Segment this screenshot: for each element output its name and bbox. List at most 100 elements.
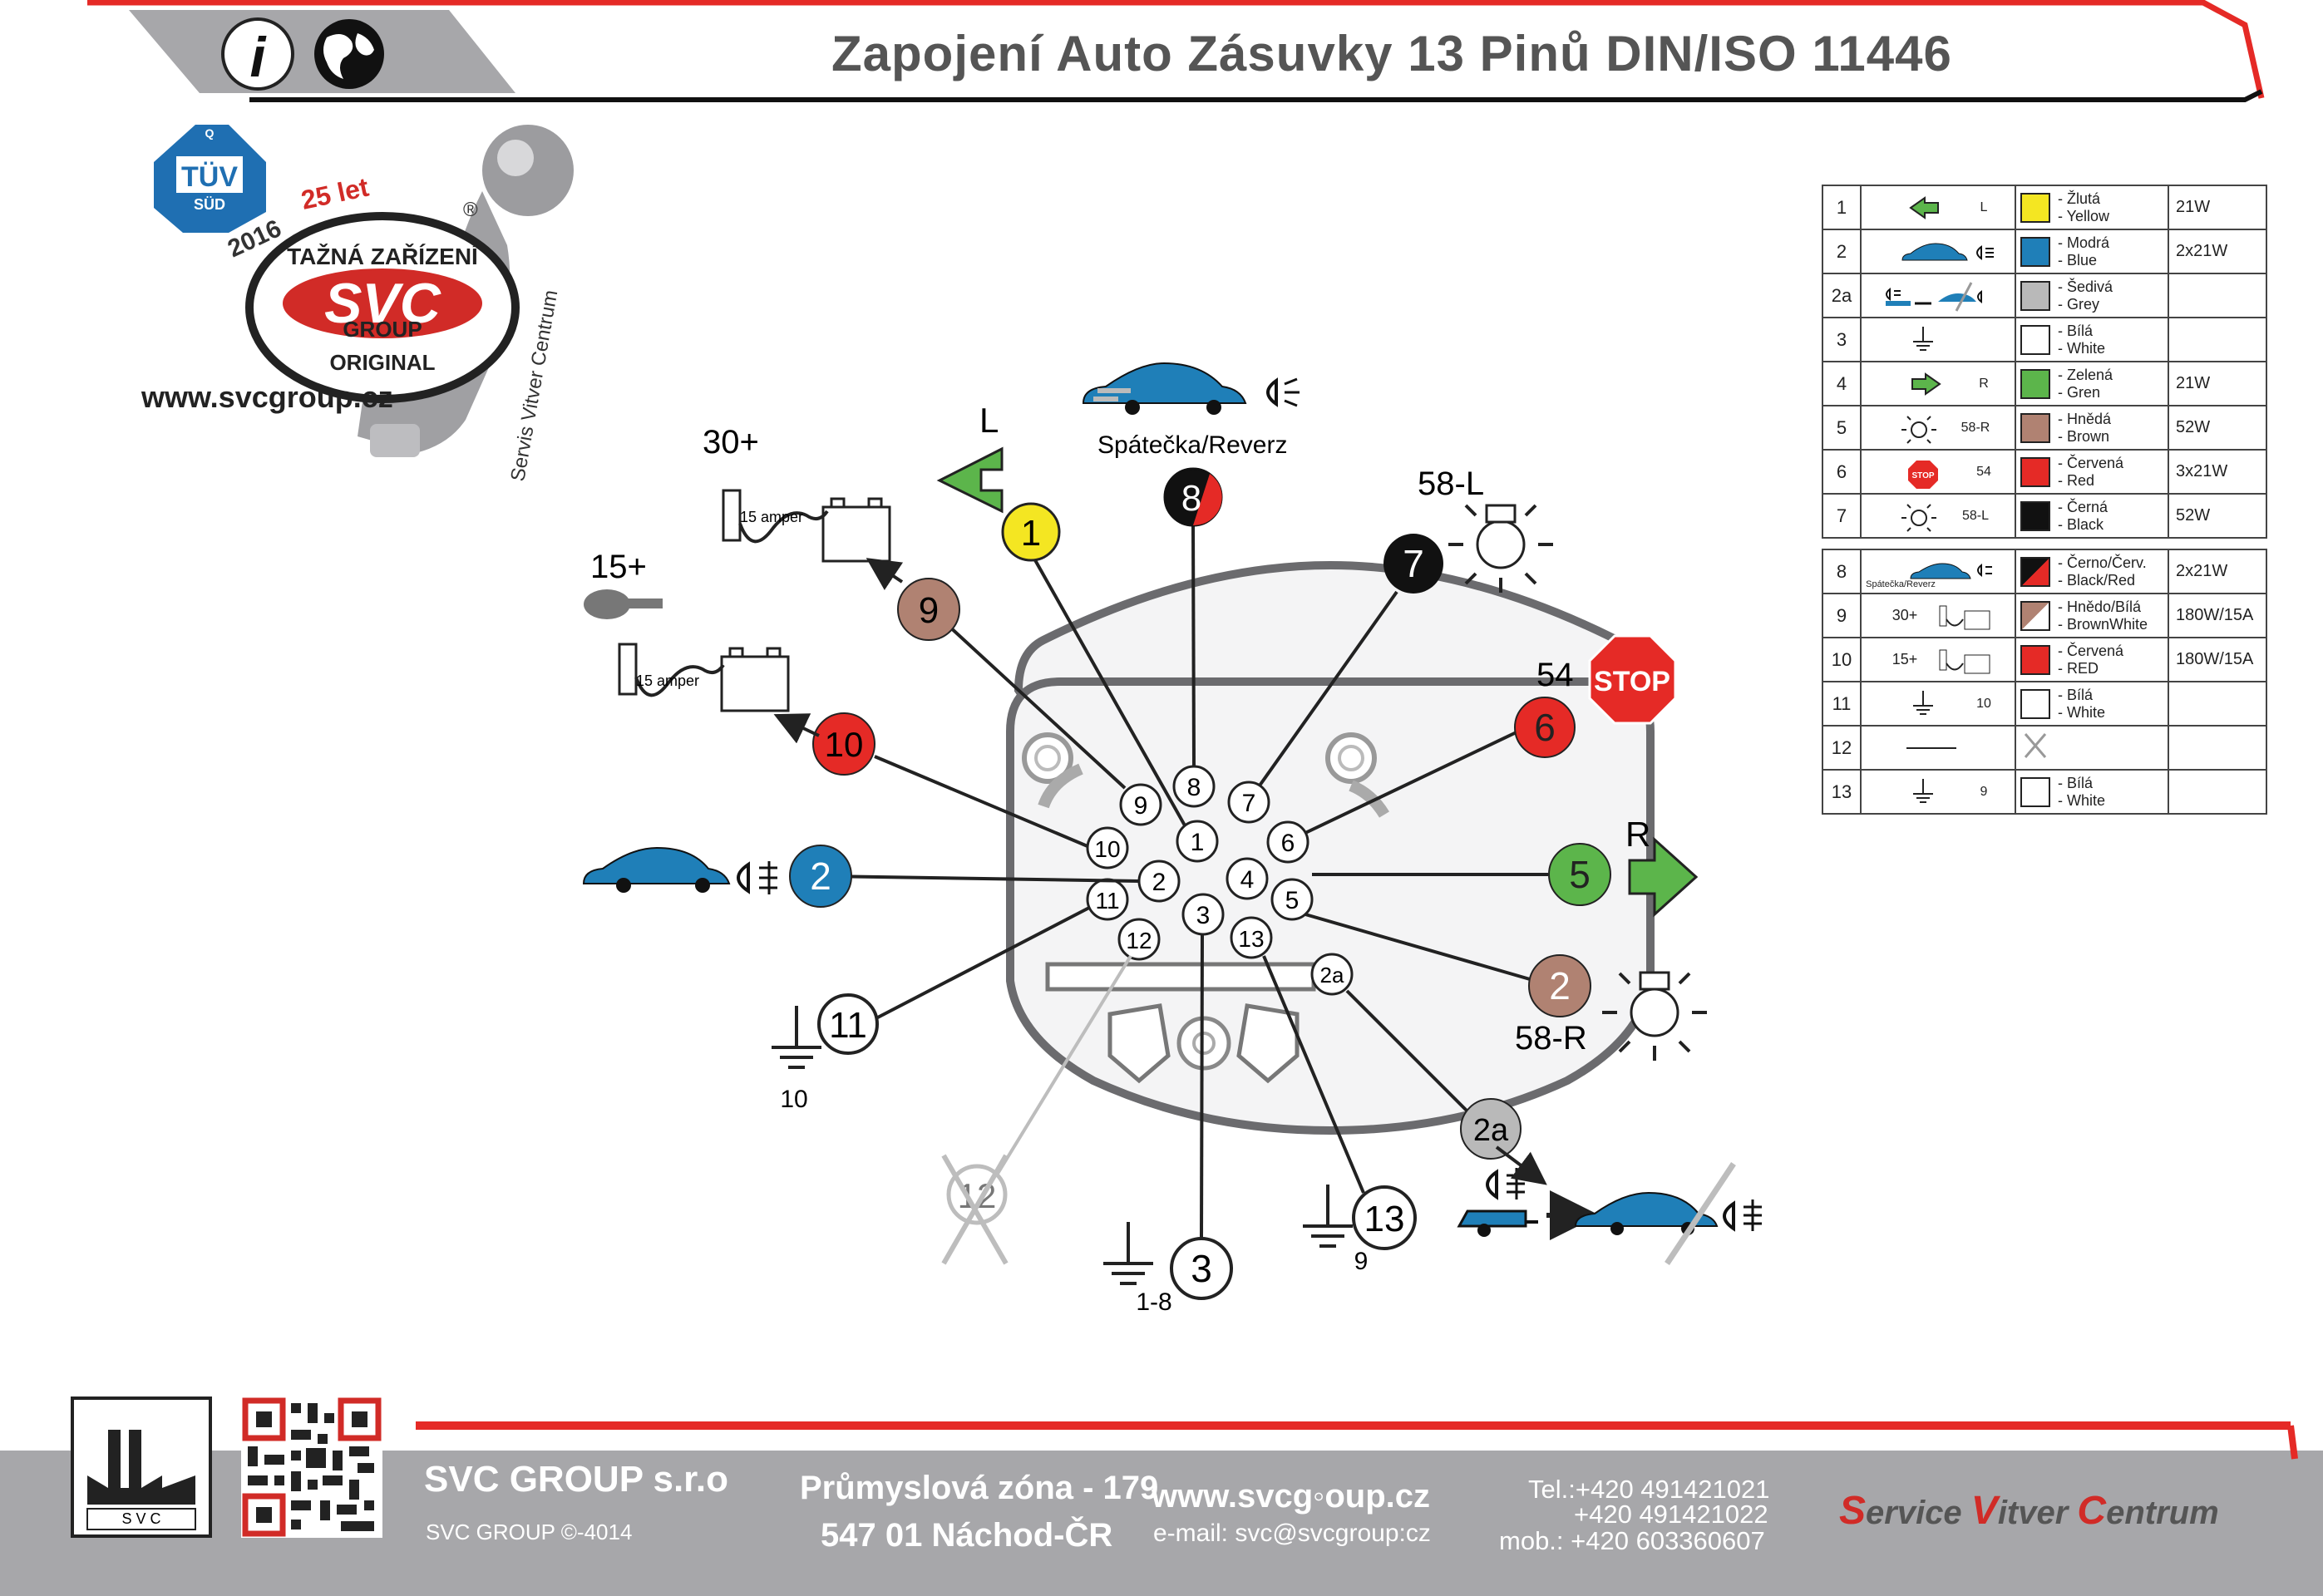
table-pin-number: 8 <box>1822 549 1862 594</box>
table-power: 2x21W <box>2168 229 2267 274</box>
color-swatch <box>2020 688 2050 719</box>
svg-text:STOP: STOP <box>1594 666 1670 697</box>
table-symbol: 10 <box>1860 681 2016 727</box>
table-symbol <box>1860 229 2016 274</box>
table-symbol-label: 15+ <box>1891 651 1918 667</box>
table-symbol-icon <box>1913 691 1933 715</box>
svg-text:2a: 2a <box>1473 1113 1509 1148</box>
svg-text:5: 5 <box>1569 853 1591 896</box>
footer-brand: Service Vitver Centrum <box>1839 1489 2219 1533</box>
pin-badge-7: 7 <box>1383 534 1443 594</box>
parking-light-icon-left <box>1448 504 1553 593</box>
pin-badge-3: 3 <box>1170 1237 1233 1300</box>
wire-lines <box>822 523 1548 1239</box>
inner-pin-7: 7 <box>1227 781 1270 824</box>
table-symbol-label: Spátečka/Reverz <box>1866 579 1936 589</box>
svg-text:9: 9 <box>919 590 939 631</box>
svg-text:3: 3 <box>1191 1247 1212 1290</box>
footer-website[interactable]: www.svcg◦oup.cz <box>1152 1478 1430 1515</box>
pin-badge-2-blue: 2 <box>789 845 852 908</box>
right-arrow-icon <box>1628 836 1699 918</box>
svg-text:6: 6 <box>1534 706 1556 749</box>
svg-text:10: 10 <box>1094 836 1120 862</box>
label-30: 30+ <box>703 424 759 461</box>
ground-13-label: 9 <box>1354 1248 1369 1275</box>
battery-15-icon: 15 amper <box>618 643 820 744</box>
table-symbol: 15+ <box>1860 637 2016 682</box>
svg-text:®: ® <box>463 199 478 221</box>
table-power: 180W/15A <box>2168 637 2267 682</box>
svg-text:13: 13 <box>1364 1199 1405 1239</box>
table-symbol: Spátečka/Reverz <box>1860 549 2016 594</box>
table-pin-number: 13 <box>1822 769 1862 815</box>
color-swatch <box>2020 192 2050 223</box>
table-symbol-icon <box>1901 504 1936 532</box>
svg-text:11: 11 <box>829 1005 867 1046</box>
table-color-name: - Šedivá- Grey <box>2054 273 2169 318</box>
table-power: 21W <box>2168 361 2267 406</box>
table-color-swatch-cell <box>2015 493 2054 539</box>
color-swatch <box>2020 324 2050 355</box>
qr-code[interactable] <box>241 1396 382 1538</box>
svg-text:TÜV: TÜV <box>181 161 238 193</box>
table-symbol-icon <box>1901 243 1994 261</box>
color-swatch <box>2020 412 2050 443</box>
label-54: 54 <box>1536 657 1574 693</box>
color-swatch <box>2020 236 2050 267</box>
table-color-swatch-cell <box>2015 637 2054 682</box>
info-icon: i <box>250 26 268 89</box>
side-light-car-icon <box>582 846 777 894</box>
color-swatch <box>2020 600 2050 631</box>
table-row: 3- Bílá- White <box>1822 317 2267 362</box>
footer-address2: 547 01 Náchod-ČR <box>821 1517 1113 1554</box>
inner-pin-13: 13 <box>1230 916 1273 959</box>
table-power <box>2168 273 2267 318</box>
svg-text:Q: Q <box>205 126 215 140</box>
table-color-name: - Modrá- Blue <box>2054 229 2169 274</box>
table-pin-number: 3 <box>1822 317 1862 362</box>
table-color-swatch-cell <box>2015 593 2054 638</box>
svg-text:ORIGINAL: ORIGINAL <box>329 350 435 375</box>
table-symbol-icon <box>1910 563 1992 579</box>
reverse-lamp-icon <box>1266 377 1300 407</box>
footer-tel1: Tel.:+420 491421021 <box>1528 1475 1770 1504</box>
table-symbol-icon: STOP <box>1908 461 1938 489</box>
info-globe-icon[interactable]: i <box>220 17 395 91</box>
svg-text:1: 1 <box>1191 829 1205 856</box>
table-color-swatch-cell <box>2015 317 2054 362</box>
ground-icon-13 <box>1303 1185 1353 1248</box>
svg-text:2a: 2a <box>1320 963 1344 988</box>
inner-pin-2: 2 <box>1137 860 1181 903</box>
svc-factory-logo: S V C <box>71 1396 212 1538</box>
table-symbol: 9 <box>1860 769 2016 815</box>
table-symbol-label: 10 <box>1976 696 1991 711</box>
table-color-name: - Zelená- Gren <box>2054 361 2169 406</box>
table-color-swatch-cell <box>2015 405 2054 451</box>
footer-email[interactable]: e-mail: svc@svcgroup:cz <box>1153 1520 1431 1547</box>
table-symbol: L <box>1860 185 2016 230</box>
ignition-key-icon <box>584 589 663 619</box>
pin-badge-5: 5 <box>1548 843 1611 906</box>
table-pin-number: 7 <box>1822 493 1862 539</box>
table-symbol-icon <box>1913 779 1933 803</box>
svg-text:7: 7 <box>1242 790 1256 817</box>
svc-logo: Q TÜV SÜD 2016 25 let ® TAŽNÁ ZAŘÍZENÍ S… <box>141 125 574 483</box>
table-color-swatch-cell <box>2015 681 2054 727</box>
pin-badge-9: 9 <box>897 578 960 641</box>
table-pin-number: 11 <box>1822 681 1862 727</box>
color-swatch <box>2020 368 2050 399</box>
color-swatch <box>2020 644 2050 675</box>
table-pin-number: 9 <box>1822 593 1862 638</box>
table-power <box>2168 725 2267 771</box>
table-color-name: - Černo/Červ.- Black/Red <box>2054 549 2169 594</box>
table-color-name: - Žlutá- Yellow <box>2054 185 2169 230</box>
table-color-swatch-cell <box>2015 549 2054 594</box>
color-swatch <box>2020 556 2050 587</box>
